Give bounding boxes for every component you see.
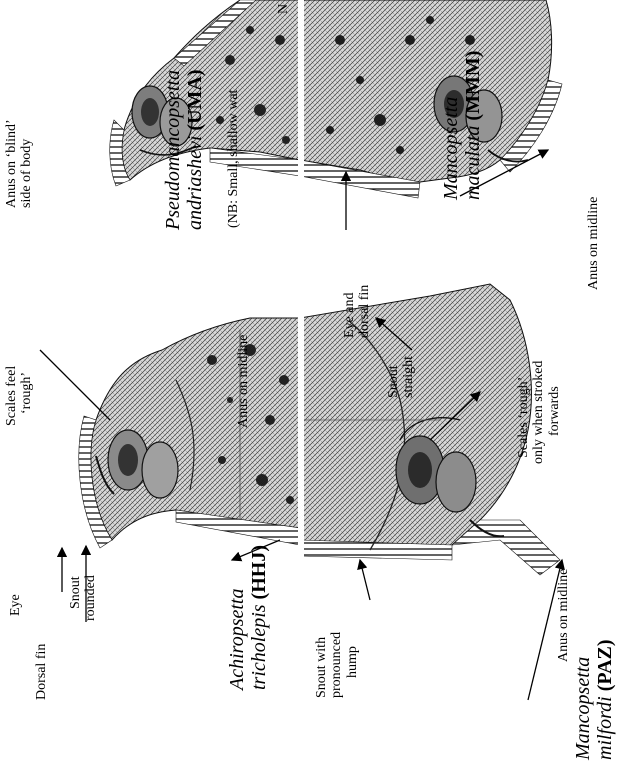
label-eye: Eye	[8, 594, 23, 616]
species-mmm-code: (MMM)	[462, 51, 484, 121]
species-paz-epithet: milfordi	[594, 696, 616, 760]
label-scales-rough-hhj-l2: ‘rough’	[19, 366, 34, 426]
species-mmm-line2: maculata (MMM)	[462, 51, 484, 200]
label-dorsal-fin: Dorsal fin	[34, 644, 49, 700]
corner-letter: N	[276, 4, 291, 14]
label-snout-straight-l2: straight	[401, 356, 416, 398]
label-snout-rounded-l2: rounded	[83, 575, 98, 621]
corner-letter-text: N	[276, 4, 291, 14]
species-hhj-line1: Achiropsetta	[226, 545, 248, 690]
label-scales-stroked-l2: only when stroked	[531, 361, 546, 464]
species-uma-note-text: (NB: Small, shallow wat	[226, 90, 241, 228]
label-scales-rough-hhj-l1: Scales feel	[4, 366, 19, 426]
label-anus-midline-mmm-text: Anus on midline	[586, 197, 601, 290]
species-hhj-line2: tricholepis (HHJ)	[248, 545, 270, 690]
species-paz-line2: milfordi (PAZ)	[594, 639, 616, 760]
label-snout-hump-l3: hump	[345, 632, 360, 698]
label-snout-hump: Snout with pronounced hump	[314, 632, 360, 698]
species-mmm-genus: Mancopsetta	[440, 97, 462, 200]
label-snout-straight: Snout straight	[386, 356, 417, 398]
species-mmm-line1: Mancopsetta	[440, 51, 462, 200]
label-snout-rounded-l1: Snout	[68, 575, 83, 621]
label-eye-dorsal-l1: Eye and	[342, 285, 357, 338]
species-uma-line1: Pseudomancopsetta	[162, 69, 184, 230]
species-hhj-epithet: tricholepis	[248, 604, 270, 690]
label-snout-straight-l1: Snout	[386, 356, 401, 398]
arrow-snout-hump	[360, 560, 370, 600]
species-label-hhj: Achiropsetta tricholepis (HHJ)	[226, 545, 270, 690]
label-eye-dorsal-fin: Eye and dorsal fin	[342, 285, 373, 338]
species-label-uma: Pseudomancopsetta andriashevi (UMA)	[162, 69, 206, 230]
label-snout-rounded: Snout rounded	[68, 575, 99, 621]
label-anus-midline-hhj: Anus on midline	[236, 335, 251, 428]
label-anus-blind-l2: side of body	[19, 119, 34, 208]
species-uma-line2: andriashevi (UMA)	[184, 69, 206, 230]
species-paz-line1: Mancopsetta	[572, 639, 594, 760]
species-label-mmm: Mancopsetta maculata (MMM)	[440, 51, 484, 200]
label-anus-blind-l1: Anus on ‘blind’	[4, 119, 19, 208]
species-mmm-epithet: maculata	[462, 126, 484, 200]
label-dorsal-fin-text: Dorsal fin	[34, 644, 49, 700]
label-eye-text: Eye	[8, 594, 23, 616]
label-scales-stroked-l1: Scales ‘rough’	[516, 361, 531, 464]
label-scales-stroked-l3: forwards	[547, 361, 562, 464]
species-uma-code: (UMA)	[184, 69, 206, 130]
species-label-paz: Mancopsetta milfordi (PAZ)	[572, 639, 616, 760]
species-paz-genus: Mancopsetta	[572, 657, 594, 760]
label-anus-midline-hhj-text: Anus on midline	[236, 335, 251, 428]
label-anus-midline-paz-text: Anus on midline	[556, 569, 571, 662]
fish-mmm	[300, 0, 562, 198]
label-anus-midline-mmm: Anus on midline	[586, 197, 601, 290]
arrow-scales-rough-hhj	[40, 350, 110, 420]
species-hhj-genus: Achiropsetta	[226, 589, 248, 690]
fish-hhj	[79, 318, 300, 548]
label-snout-hump-l2: pronounced	[329, 632, 344, 698]
species-uma-epithet: andriashevi	[184, 136, 206, 230]
label-anus-midline-paz: Anus on midline	[556, 569, 571, 662]
label-scales-rough-hhj: Scales feel ‘rough’	[4, 366, 35, 426]
label-eye-dorsal-l2: dorsal fin	[357, 285, 372, 338]
label-anus-blind-side: Anus on ‘blind’ side of body	[4, 119, 35, 208]
species-uma-note: (NB: Small, shallow wat	[226, 90, 241, 228]
label-snout-hump-l1: Snout with	[314, 632, 329, 698]
label-scales-stroked: Scales ‘rough’ only when stroked forward…	[516, 361, 562, 464]
species-hhj-code: (HHJ)	[248, 545, 270, 599]
species-uma-genus: Pseudomancopsetta	[162, 70, 184, 230]
species-paz-code: (PAZ)	[594, 639, 616, 691]
